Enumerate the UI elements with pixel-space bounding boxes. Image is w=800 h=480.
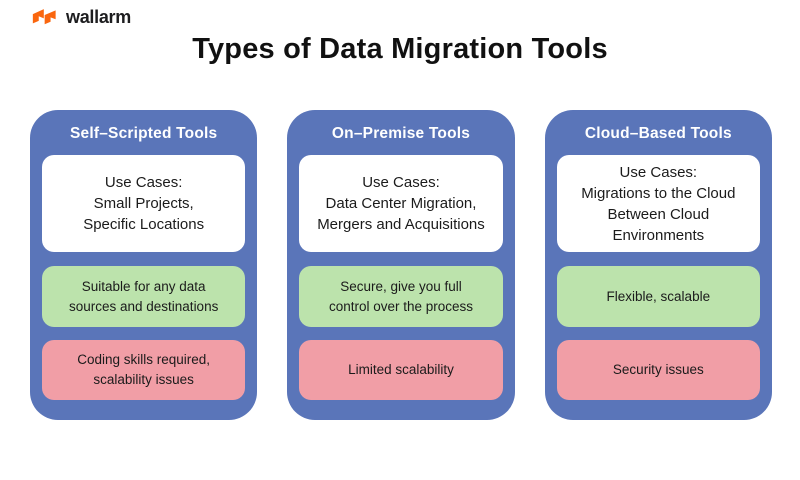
card-header: Cloud–Based Tools [584,125,732,142]
cons-box: Security issues [556,340,760,400]
brand-name: wallarm [66,7,131,27]
cons-box: Coding skills required, scalability issu… [42,340,246,400]
use-cases-box: Use Cases: Small Projects, Specific Loca… [42,155,246,252]
pros-box: Secure, give you full control over the p… [299,266,503,327]
card-header: Self–Scripted Tools [69,125,218,142]
pros-box: Suitable for any data sources and destin… [42,266,246,327]
page-title: Types of Data Migration Tools [192,33,608,65]
card-on-premise: On–Premise Tools Use Cases: Data Center … [287,110,515,420]
wallarm-flags-icon [32,8,56,24]
card-header: On–Premise Tools [331,125,471,142]
use-cases-box: Use Cases: Migrations to the Cloud Betwe… [556,155,760,252]
card-cloud-based: Cloud–Based Tools Use Cases: Migrations … [544,110,772,420]
cons-box: Limited scalability [299,340,503,400]
pros-box: Flexible, scalable [556,266,760,327]
use-cases-box: Use Cases: Data Center Migration, Merger… [299,155,503,252]
card-self-scripted: Self–Scripted Tools Use Cases: Small Pro… [30,110,258,420]
wallarm-logo: wallarm [32,7,131,27]
cards-row: Self–Scripted Tools Use Cases: Small Pro… [30,110,772,420]
